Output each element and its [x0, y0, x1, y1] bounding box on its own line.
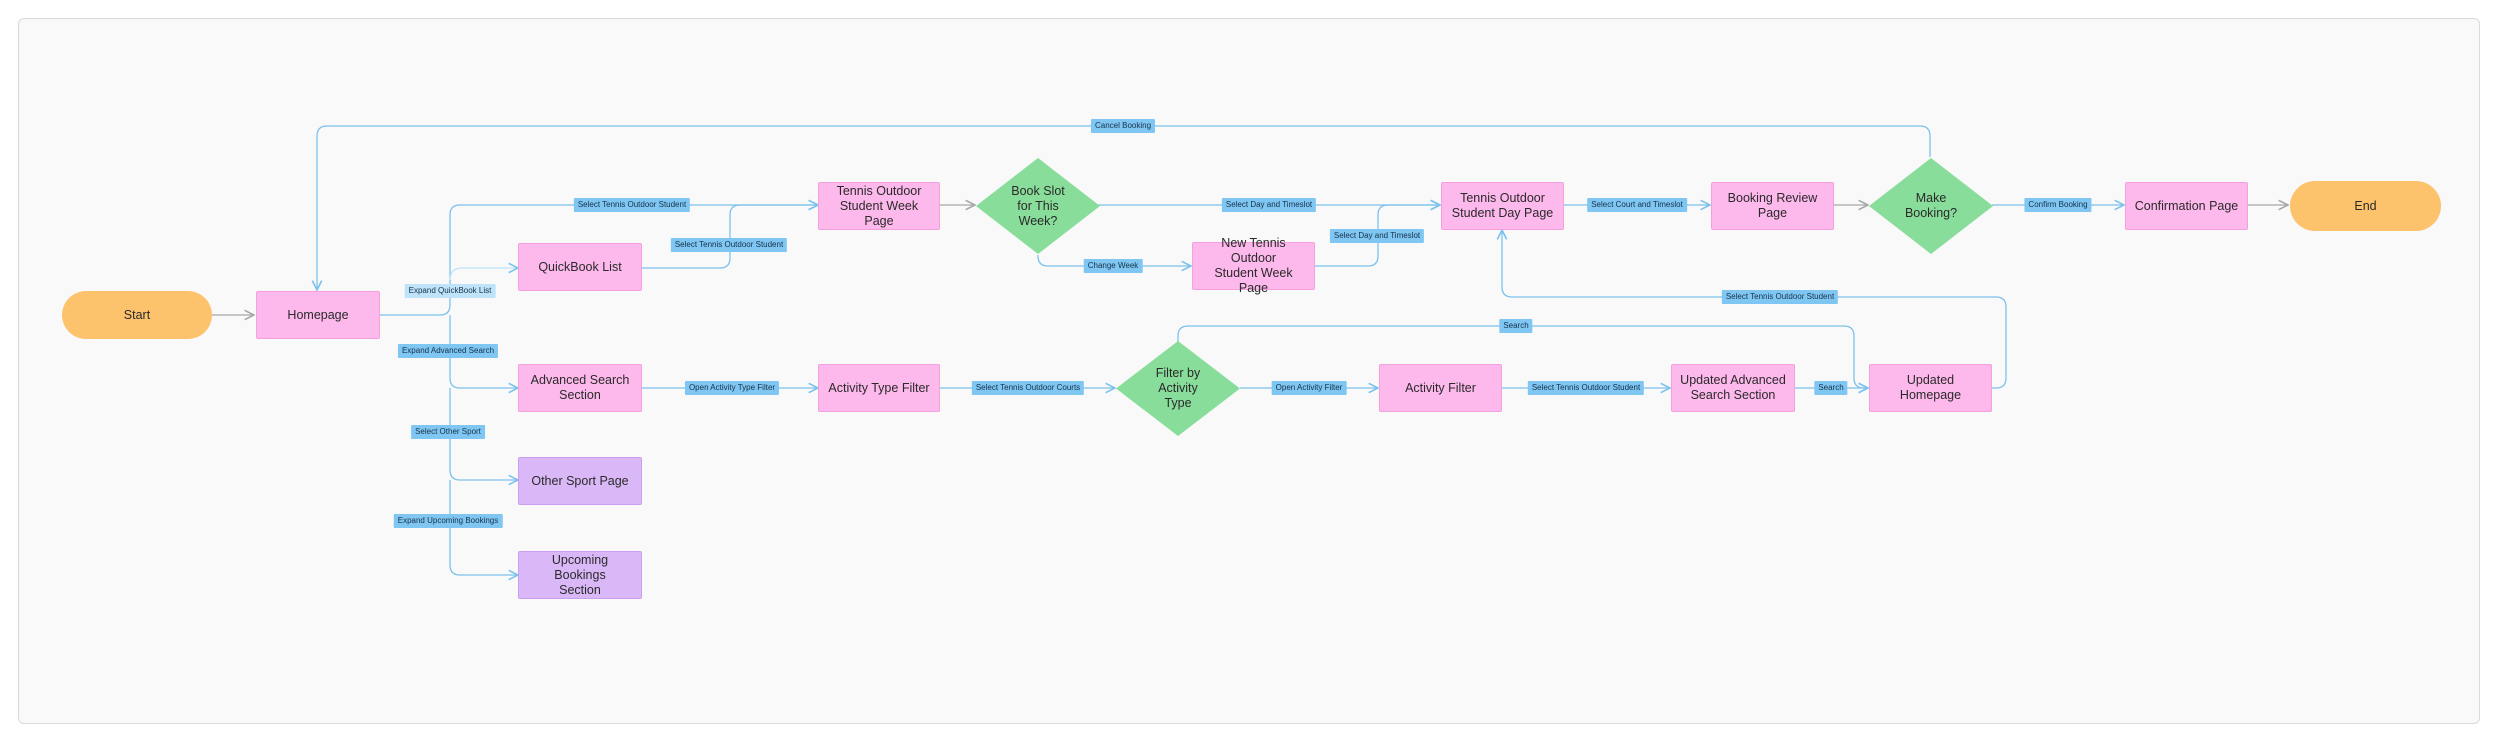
edge-label-open-activity-type: Open Activity Type Filter [684, 381, 780, 395]
diagram-canvas [18, 18, 2480, 724]
edge-label-change-week: Change Week [1083, 259, 1143, 273]
edge-label-select-courts: Select Tennis Outdoor Courts [971, 381, 1085, 395]
edge-label-select-court: Select Court and Timeslot [1587, 198, 1687, 212]
edge-label-select-day-2: Select Day and Timeslot [1329, 229, 1425, 243]
new-tennis-week-page-node[interactable]: New Tennis Outdoor Student Week Page [1192, 236, 1315, 295]
activity-filter-node[interactable]: Activity Filter [1379, 364, 1502, 412]
edge-to-advanced-search [449, 315, 518, 388]
make-booking-decision-node[interactable]: Make Booking? [1869, 158, 1993, 254]
edge-search-top [1177, 325, 1868, 388]
edge-label-select-tennis-3: Select Tennis Outdoor Student [1721, 290, 1839, 304]
homepage-node[interactable]: Homepage [256, 291, 380, 339]
edge-to-other-sport [449, 388, 518, 480]
edge-label-confirm-booking: Confirm Booking [2024, 198, 2092, 212]
edge-label-expand-advanced: Expand Advanced Search [397, 344, 499, 358]
quickbook-list-node[interactable]: QuickBook List [518, 243, 642, 291]
edge-quickbook-week [642, 205, 818, 269]
edge-updatedhome-daypage [1502, 230, 2007, 389]
upcoming-bookings-section-node[interactable]: Upcoming Bookings Section [518, 551, 642, 599]
edge-to-quickbook [449, 268, 518, 281]
edge-label-select-day-1: Select Day and Timeslot [1221, 198, 1317, 212]
edge-label-expand-upcoming: Expand Upcoming Bookings [393, 514, 503, 528]
edge-label-search-top: Search [1499, 319, 1533, 333]
edge-label-select-tennis-4: Select Tennis Outdoor Student [1527, 381, 1645, 395]
updated-advanced-search-node[interactable]: Updated Advanced Search Section [1671, 364, 1795, 412]
edge-to-upcoming [449, 480, 518, 575]
filter-activity-label: Filter by Activity Type [1155, 366, 1201, 410]
start-node[interactable]: Start [62, 291, 212, 339]
filter-activity-decision-node[interactable]: Filter by Activity Type [1116, 341, 1240, 436]
booking-review-page-node[interactable]: Booking Review Page [1711, 182, 1834, 230]
activity-type-filter-node[interactable]: Activity Type Filter [818, 364, 940, 412]
make-booking-label: Make Booking? [1904, 191, 1958, 220]
edge-decision-newweek [1037, 255, 1191, 266]
edge-homepage-trunk [380, 205, 818, 316]
edge-label-select-tennis-2: Select Tennis Outdoor Student [670, 238, 788, 252]
end-node[interactable]: End [2290, 181, 2441, 231]
edge-label-expand-quickbook: Expand QuickBook List [404, 284, 496, 298]
book-slot-label: Book Slot for This Week? [1011, 183, 1065, 228]
edge-label-open-activity-filter: Open Activity Filter [1271, 381, 1347, 395]
updated-homepage-node[interactable]: Updated Homepage [1869, 364, 1992, 412]
book-slot-decision-node[interactable]: Book Slot for This Week? [976, 158, 1100, 254]
confirmation-page-node[interactable]: Confirmation Page [2125, 182, 2248, 230]
edge-label-select-tennis-1: Select Tennis Outdoor Student [573, 198, 691, 212]
decision-diamond-shape [976, 158, 1100, 254]
advanced-search-section-node[interactable]: Advanced Search Section [518, 364, 642, 412]
decision-diamond-shape [1869, 158, 1993, 254]
edge-label-select-other-sport: Select Other Sport [411, 425, 485, 439]
edge-label-cancel-booking: Cancel Booking [1090, 119, 1156, 133]
other-sport-page-node[interactable]: Other Sport Page [518, 457, 642, 505]
edge-label-search-right: Search [1814, 381, 1848, 395]
tennis-week-page-node[interactable]: Tennis Outdoor Student Week Page [818, 182, 940, 230]
tennis-day-page-node[interactable]: Tennis Outdoor Student Day Page [1441, 182, 1564, 230]
decision-diamond-shape [1116, 341, 1240, 436]
